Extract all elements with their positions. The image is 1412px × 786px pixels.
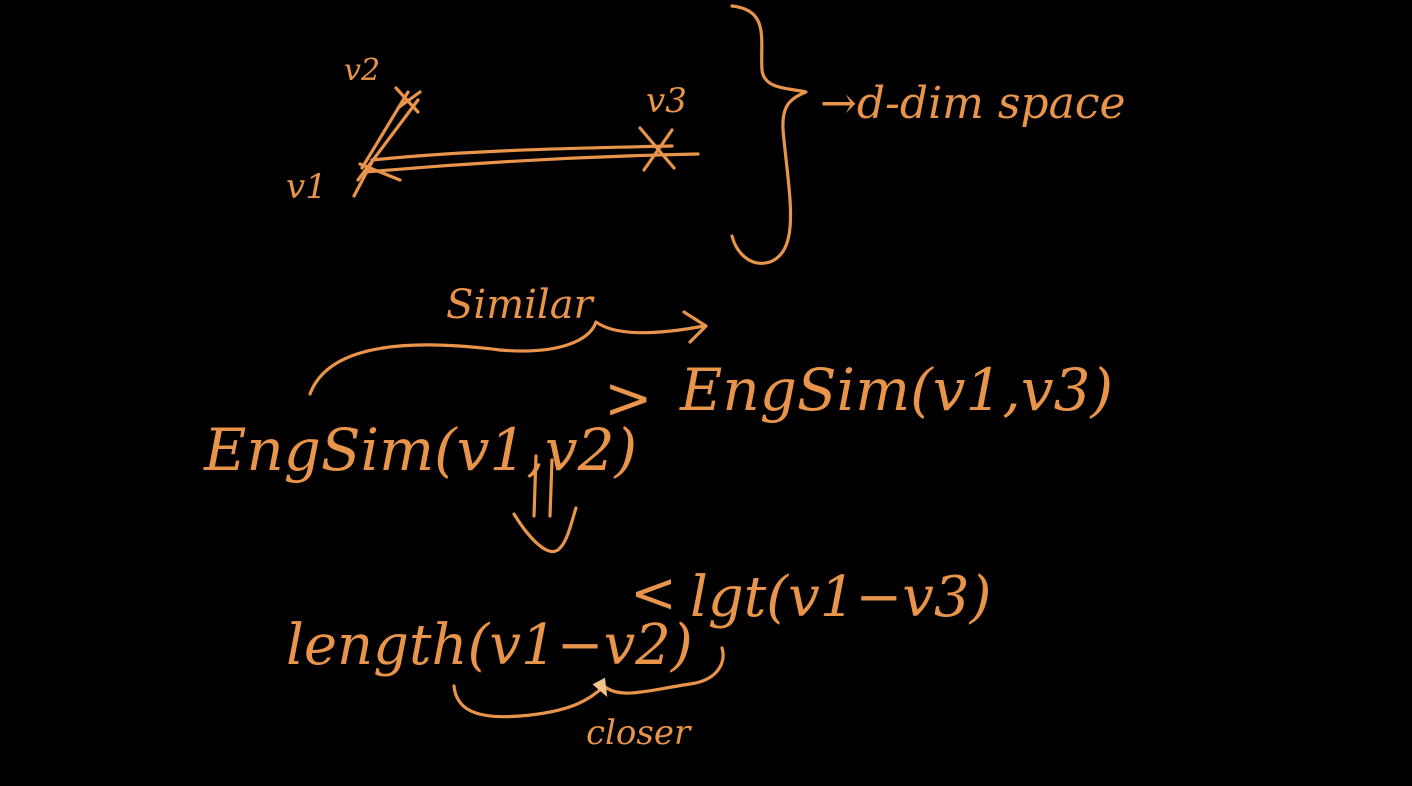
similar-curve xyxy=(308,320,706,396)
engsim-right: EngSim(v1,v3) xyxy=(679,356,1113,424)
length-right: lgt(v1−v3) xyxy=(690,565,991,630)
v3-cross xyxy=(638,126,676,172)
closer-label: closer xyxy=(586,713,692,753)
vector-v1-v3-line xyxy=(370,144,674,162)
v2-cross xyxy=(394,86,422,114)
implies-arrow xyxy=(512,454,578,554)
length-left: length(v1−v2) xyxy=(286,613,693,678)
closer-bracket xyxy=(452,646,725,719)
space-label: →d-dim space xyxy=(820,78,1126,129)
greater-sign: > xyxy=(604,364,653,432)
similar-arrowhead xyxy=(682,310,708,344)
v3-label: v3 xyxy=(646,81,687,121)
v1-cross xyxy=(352,160,402,198)
similar-label: Similar xyxy=(446,282,596,328)
curly-brace xyxy=(730,4,808,265)
v1-label: v1 xyxy=(286,167,327,207)
engsim-left: EngSim(v1,v2) xyxy=(203,416,637,484)
vector-v1-v3-line-2 xyxy=(364,152,700,174)
less-sign: < xyxy=(630,561,677,626)
vector-sketch: v2 v3 v1 xyxy=(286,53,700,207)
v2-label: v2 xyxy=(344,53,380,88)
